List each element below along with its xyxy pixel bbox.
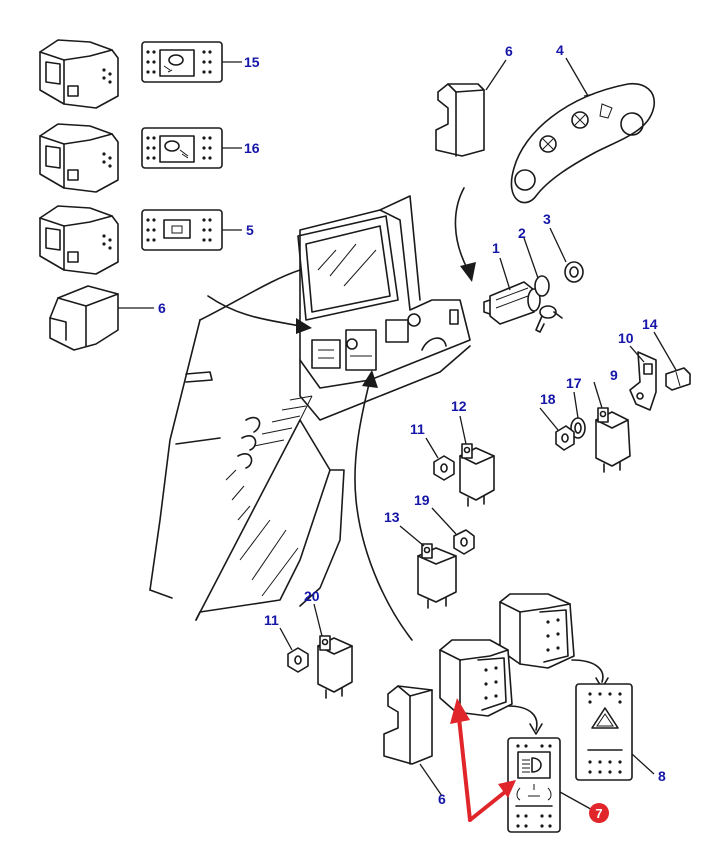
callout-16: 16: [244, 140, 260, 156]
symbol-decal-arc: [510, 82, 655, 204]
rocker-switch-highlighted: [439, 639, 513, 717]
callout-12: 12: [451, 398, 467, 414]
highlighted-callout-7: 7: [589, 803, 609, 823]
callout-3: 3: [543, 211, 551, 227]
callout-6-top: 6: [505, 43, 513, 59]
callout-10: 10: [618, 330, 634, 346]
callout-4: 4: [556, 42, 564, 58]
relay-9: [595, 407, 631, 473]
rocker-switch-16: [39, 123, 119, 193]
bolt: [665, 367, 691, 391]
callout-6-left: 6: [158, 300, 166, 316]
blank-cover-left: [49, 285, 119, 351]
callout-20: 20: [304, 588, 320, 604]
rocker-switch-upper-right: [499, 593, 575, 669]
nut-19: [453, 529, 475, 555]
nut-18: [555, 425, 575, 451]
callout-19: 19: [414, 492, 430, 508]
dash-panel: [149, 195, 471, 621]
callout-8: 8: [658, 768, 666, 784]
highlighted-callout-7-text: 7: [595, 806, 602, 821]
lock-nut: [564, 261, 584, 283]
switch-plate-15: [141, 41, 223, 83]
ignition-key: [534, 275, 563, 333]
callout-2: 2: [518, 225, 526, 241]
nut-11-lower: [287, 647, 309, 673]
callout-11-lower: 11: [264, 612, 279, 628]
callout-13: 13: [384, 509, 400, 525]
bracket: [629, 351, 657, 411]
relay-13: [417, 543, 457, 609]
callout-9: 9: [610, 367, 618, 383]
nut-11-upper: [433, 455, 455, 481]
callout-17: 17: [566, 375, 582, 391]
switch-plate-16: [141, 127, 223, 169]
callout-18: 18: [540, 391, 556, 407]
callout-6-bottom: 6: [438, 791, 446, 807]
switch-plate-hazard: [575, 683, 633, 781]
callout-14: 14: [642, 316, 658, 332]
relay-12: [459, 443, 495, 507]
callout-15: 15: [244, 54, 260, 70]
ignition-switch: [483, 281, 541, 325]
switch-plate-5: [141, 209, 223, 251]
blank-cover-bottom: [383, 685, 433, 765]
blank-cover-top: [435, 83, 485, 157]
rocker-switch-5: [39, 205, 119, 275]
callout-11-upper: 11: [410, 421, 425, 437]
callout-5: 5: [246, 222, 254, 238]
red-pointer-arrows: [450, 698, 516, 822]
rocker-switch-15: [39, 39, 119, 109]
relay-20: [317, 635, 353, 699]
callout-1: 1: [492, 240, 500, 256]
switch-plate-lights: [507, 737, 561, 833]
